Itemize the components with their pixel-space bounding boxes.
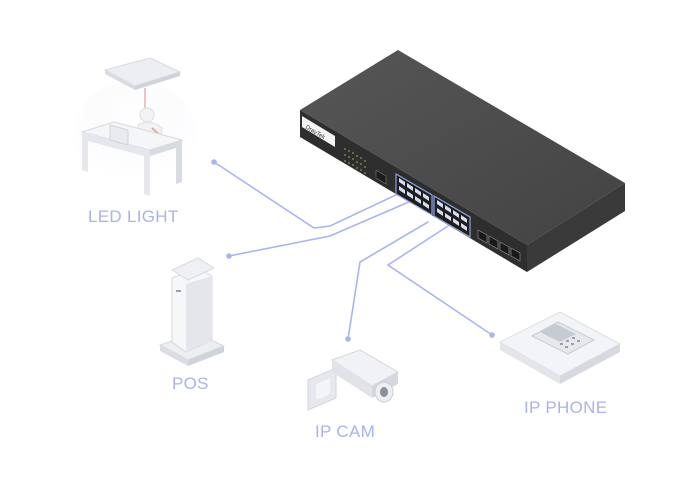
connection-line-ip-phone	[386, 225, 493, 336]
ip-phone-icon	[498, 311, 622, 384]
switch-sfp-ports	[477, 229, 521, 262]
connection-node-pos	[226, 253, 232, 259]
switch-port-block-1	[395, 172, 433, 217]
poe-switch: DrayTek	[300, 50, 625, 272]
led-light-label: LED LIGHT	[88, 207, 179, 226]
connection-node-ip-cam	[345, 336, 351, 342]
connection-line-led-light	[213, 161, 401, 229]
ip-cam-label: IP CAM	[315, 422, 376, 441]
switch-led-grid	[344, 148, 366, 174]
led-light-desk-icon	[73, 57, 197, 196]
connection-line-ip-cam	[347, 221, 429, 340]
pos-kiosk-icon	[158, 257, 226, 366]
pos-label: POS	[172, 374, 209, 393]
switch-port-block-2	[433, 194, 471, 239]
connection-lines	[211, 159, 495, 342]
switch-console-port	[375, 169, 387, 185]
connection-line-pos	[228, 197, 419, 257]
connection-node-led-light	[211, 159, 217, 165]
ip-phone-label: IP PHONE	[524, 398, 608, 417]
ip-camera-icon	[307, 349, 400, 411]
connection-node-ip-phone	[489, 332, 495, 338]
